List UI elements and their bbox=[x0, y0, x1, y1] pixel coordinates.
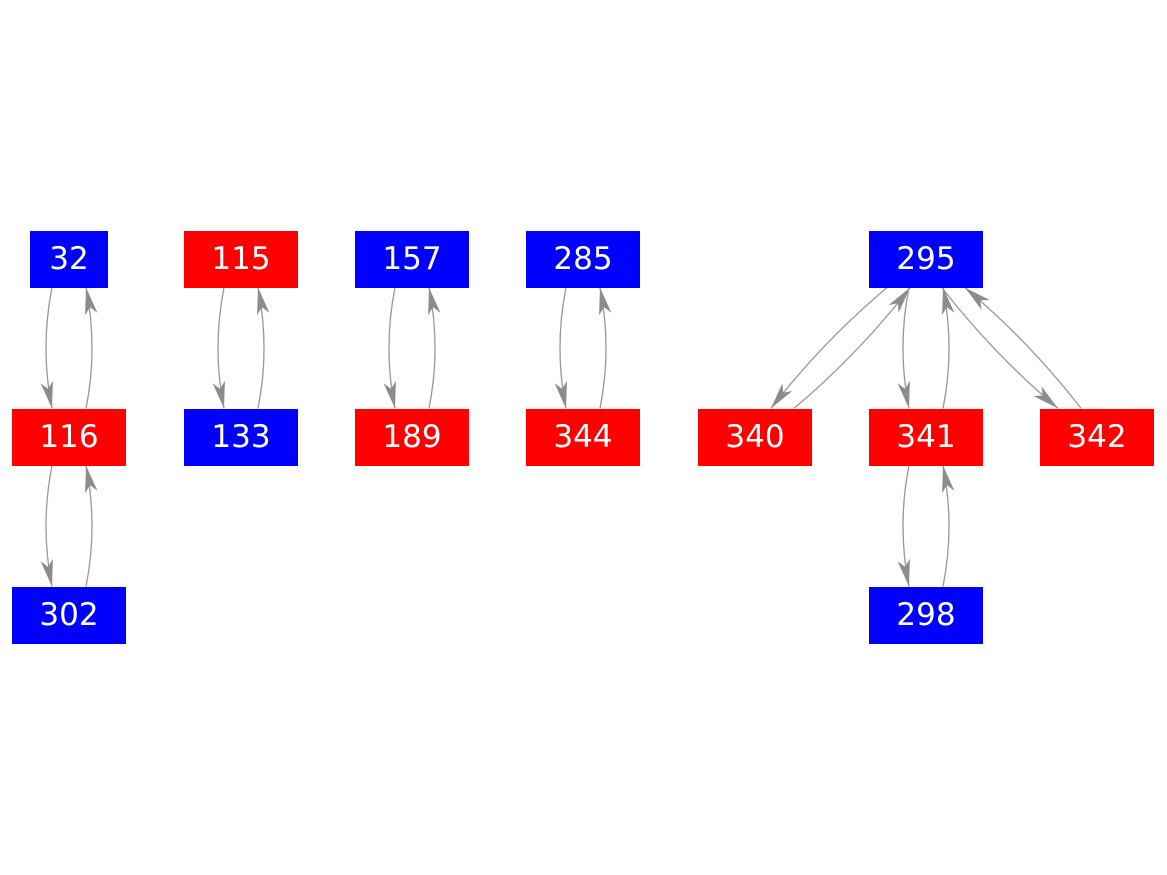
edge-341-295-arrowhead-icon bbox=[942, 287, 955, 316]
node-341: 341 bbox=[869, 408, 983, 466]
edge-116-302 bbox=[40, 465, 53, 587]
edge-341-298 bbox=[897, 465, 910, 587]
edge-302-116-arrowhead-icon bbox=[85, 465, 98, 494]
edge-133-115-arrowhead-icon bbox=[257, 287, 270, 316]
node-116: 116 bbox=[12, 408, 126, 466]
edge-285-344-arrowhead-icon bbox=[554, 380, 567, 409]
node-295: 295 bbox=[869, 230, 983, 288]
edge-342-295 bbox=[964, 286, 1082, 409]
edge-298-341 bbox=[942, 465, 955, 587]
node-340: 340 bbox=[698, 408, 812, 466]
edge-302-116 bbox=[85, 465, 98, 587]
edge-115-133-arrowhead-icon bbox=[212, 380, 225, 409]
node-133: 133 bbox=[184, 408, 298, 466]
edge-295-340 bbox=[770, 286, 888, 409]
edge-340-295 bbox=[793, 287, 911, 410]
node-344: 344 bbox=[526, 408, 640, 466]
edge-344-285 bbox=[599, 287, 612, 409]
edge-341-295 bbox=[942, 287, 955, 409]
node-157: 157 bbox=[355, 230, 469, 288]
edge-298-341-arrowhead-icon bbox=[942, 465, 955, 494]
edge-295-342 bbox=[941, 287, 1059, 410]
node-115: 115 bbox=[184, 230, 298, 288]
edge-32-116-arrowhead-icon bbox=[40, 380, 53, 409]
edge-295-342-arrowhead-icon bbox=[1033, 386, 1059, 409]
edge-340-295-arrowhead-icon bbox=[888, 287, 911, 313]
edge-133-115 bbox=[257, 287, 270, 409]
edge-189-157-arrowhead-icon bbox=[428, 287, 441, 316]
node-32: 32 bbox=[30, 230, 108, 288]
edge-115-133 bbox=[212, 287, 225, 409]
edge-116-32 bbox=[85, 287, 98, 409]
edge-157-189 bbox=[383, 287, 396, 409]
edge-341-298-arrowhead-icon bbox=[897, 558, 910, 587]
edge-32-116 bbox=[40, 287, 53, 409]
edge-116-32-arrowhead-icon bbox=[85, 287, 98, 316]
node-302: 302 bbox=[12, 586, 126, 644]
edge-342-295-arrowhead-icon bbox=[964, 287, 990, 310]
edge-295-341 bbox=[897, 287, 910, 409]
node-298: 298 bbox=[869, 586, 983, 644]
edge-285-344 bbox=[554, 287, 567, 409]
edge-189-157 bbox=[428, 287, 441, 409]
node-285: 285 bbox=[526, 230, 640, 288]
edge-344-285-arrowhead-icon bbox=[599, 287, 612, 316]
edge-295-340-arrowhead-icon bbox=[770, 383, 793, 409]
edge-295-341-arrowhead-icon bbox=[897, 380, 910, 409]
node-189: 189 bbox=[355, 408, 469, 466]
edge-116-302-arrowhead-icon bbox=[40, 558, 53, 587]
node-342: 342 bbox=[1040, 408, 1154, 466]
edge-157-189-arrowhead-icon bbox=[383, 380, 396, 409]
